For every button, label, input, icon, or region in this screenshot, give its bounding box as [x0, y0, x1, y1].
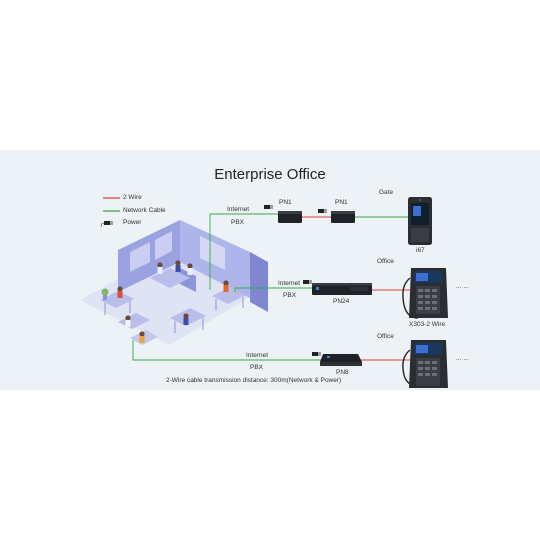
row2-internet-label: Internet — [278, 280, 301, 287]
row2-ellipsis: ... ... — [456, 283, 469, 290]
row2-office-label: Office — [377, 258, 394, 265]
pn8-label: PN8 — [336, 369, 349, 376]
x303-label: X303-2 Wire — [409, 321, 446, 328]
transmission-note: 2-Wire cable transmission distance: 300m… — [166, 377, 342, 384]
diagram-title: Enterprise Office — [214, 166, 326, 183]
pn1-left-label: PN1 — [279, 199, 292, 206]
office-illustration — [80, 220, 270, 345]
i67-label: i67 — [416, 247, 425, 254]
row3-internet-label: Internet — [246, 352, 269, 359]
legend-power-label: Power — [123, 219, 142, 226]
legend-2wire-label: 2 Wire — [123, 194, 142, 201]
pn24-device — [312, 283, 372, 295]
power-plug-icon — [100, 221, 113, 228]
pn8-device — [320, 354, 362, 366]
x303-phone-2 — [402, 340, 448, 388]
row3-ellipsis: ... ... — [456, 355, 469, 362]
pn24-label: PN24 — [333, 298, 350, 305]
row1-connections — [209, 205, 408, 290]
row1-internet-label: Internet — [227, 206, 250, 213]
pn1-right-label: PN1 — [335, 199, 348, 206]
pn1-device-right — [331, 211, 355, 223]
row1-pbx-label: PBX — [231, 219, 245, 226]
gate-label: Gate — [379, 189, 394, 196]
row3-pbx-label: PBX — [250, 364, 264, 371]
x303-phone-1 — [402, 268, 448, 319]
row3-connections — [132, 340, 410, 361]
diagram-background-band — [0, 150, 540, 390]
i67-intercom — [408, 197, 432, 245]
legend-network-label: Network Cable — [123, 207, 166, 214]
row3-office-label: Office — [377, 333, 394, 340]
pn1-device-left — [278, 211, 302, 223]
row2-pbx-label: PBX — [283, 292, 297, 299]
